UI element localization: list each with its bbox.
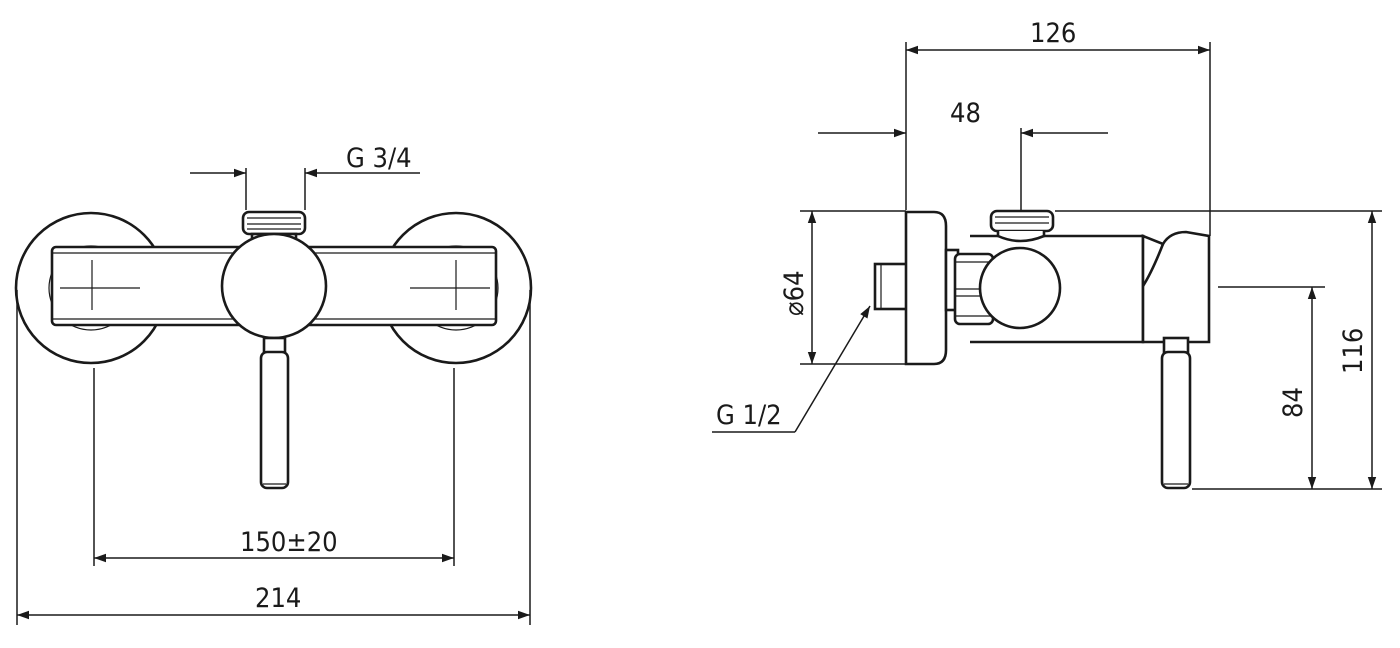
eccentric-ring bbox=[978, 246, 1062, 330]
dim-lever-height-label: 84 bbox=[1278, 387, 1309, 418]
dim-diameter-label: ⌀64 bbox=[779, 270, 810, 316]
cartridge-cap-front bbox=[220, 232, 328, 340]
dim-lever-height: 84 bbox=[1192, 286, 1382, 490]
dim-offset: 48 bbox=[818, 98, 1108, 210]
dim-thread-top-label: G 3/4 bbox=[346, 143, 412, 174]
dim-offset-label: 48 bbox=[950, 98, 981, 129]
front-view: G 3/4 150±20 214 bbox=[14, 143, 533, 625]
cartridge-cap-side bbox=[1141, 230, 1211, 344]
lever-side bbox=[1160, 336, 1192, 490]
rosette-side bbox=[904, 210, 948, 366]
dim-depth: 126 bbox=[905, 18, 1211, 236]
dim-total-height-label: 116 bbox=[1338, 328, 1369, 374]
side-view: 126 48 ⌀64 G 1/2 84 bbox=[712, 18, 1382, 490]
dim-center-distance-label: 150±20 bbox=[240, 527, 338, 558]
dim-diameter: ⌀64 bbox=[779, 210, 906, 365]
lever-front bbox=[259, 336, 290, 490]
dim-center-distance: 150±20 bbox=[93, 368, 455, 566]
outlet-nut-side bbox=[989, 209, 1055, 243]
dim-total-width: 214 bbox=[16, 290, 531, 625]
dim-thread-top: G 3/4 bbox=[190, 143, 420, 210]
dim-depth-label: 126 bbox=[1030, 18, 1076, 49]
dim-total-height: 116 bbox=[1055, 210, 1382, 489]
inlet-stub bbox=[873, 262, 910, 311]
dim-thread-inlet: G 1/2 bbox=[712, 305, 871, 433]
dim-thread-inlet-label: G 1/2 bbox=[716, 400, 782, 431]
dim-total-width-label: 214 bbox=[255, 583, 301, 614]
